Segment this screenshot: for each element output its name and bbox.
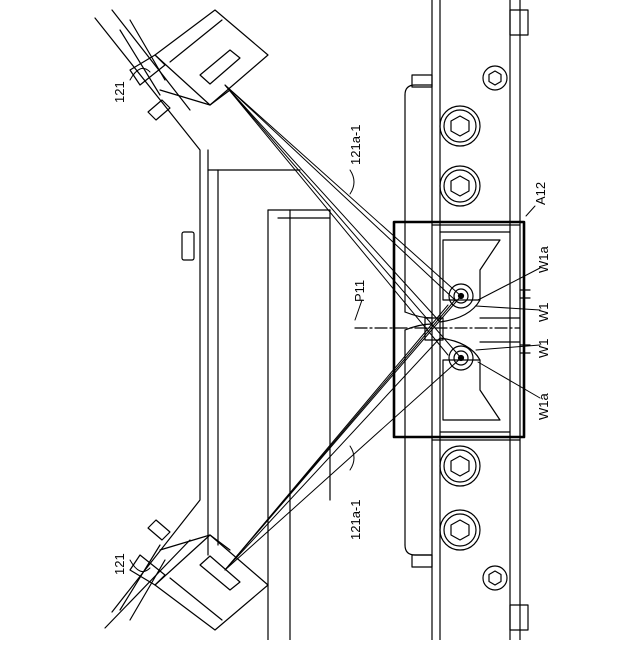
label-121-bottom: 121: [112, 553, 127, 575]
lower-sensor-unit: [120, 520, 268, 630]
hex-bolt-3: [440, 166, 480, 206]
label-W1-top: W1: [536, 303, 551, 323]
label-121a-1-top: 121a-1: [348, 125, 363, 165]
label-W1a-top: W1a: [536, 246, 551, 274]
label-121-top: 121: [112, 81, 127, 103]
label-A12: A12: [533, 182, 548, 205]
label-121a-1-bottom: 121a-1: [348, 500, 363, 540]
label-W1-bottom: W1: [536, 339, 551, 359]
hex-bolt-2: [440, 106, 480, 146]
label-P11: P11: [352, 280, 367, 302]
weld-detail: [425, 240, 520, 420]
detail-box-a12: [394, 222, 524, 437]
sight-lines-lower: [225, 296, 461, 570]
frame-structure: [95, 10, 330, 640]
hex-bolt-4: [440, 446, 480, 486]
hex-bolt-5: [440, 510, 480, 550]
hex-bolt-6: [483, 566, 507, 590]
hex-bolt-1: [483, 66, 507, 90]
leader-lines: [130, 68, 540, 571]
label-W1a-bottom: W1a: [536, 393, 551, 421]
